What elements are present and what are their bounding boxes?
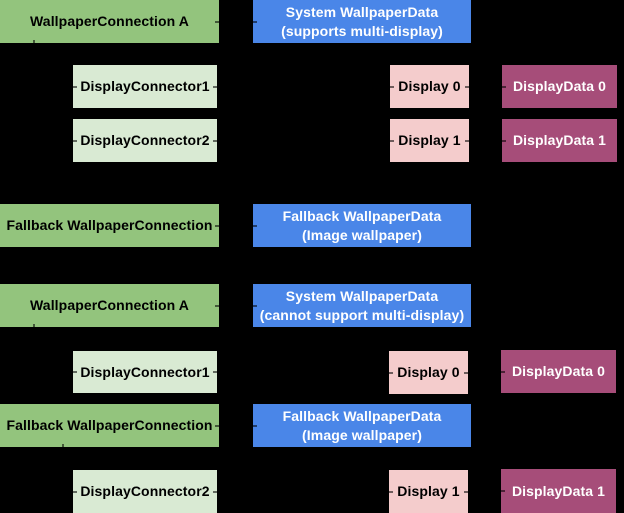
box-display-1-bottom: Display 1: [389, 470, 468, 513]
box-system-wallpaper-data-multi: System WallpaperData (supports multi-disp…: [253, 0, 471, 43]
box-label: System WallpaperData: [285, 287, 439, 304]
connector-tick: [465, 85, 469, 88]
connector-tick: [215, 424, 219, 427]
connector-tick: [215, 224, 219, 227]
connector-tick: [73, 371, 77, 373]
box-display-connector-2-bottom: DisplayConnector2: [73, 470, 217, 513]
box-display-1-top: Display 1: [390, 119, 469, 162]
connector-tick: [389, 371, 393, 374]
connector-tick: [390, 85, 394, 88]
connector-tick: [213, 490, 217, 493]
box-label: (Image wallpaper): [302, 426, 422, 443]
box-display-connector-1-top: DisplayConnector1: [73, 65, 217, 108]
box-label: DisplayData 1: [511, 482, 606, 499]
connector-tick: [73, 85, 77, 88]
box-label: WallpaperConnection A: [30, 297, 189, 313]
box-display-0-bottom: Display 0: [389, 351, 468, 394]
box-fallback-wallpaper-connection-bottom: Fallback WallpaperConnection: [0, 404, 219, 447]
connector-tick: [464, 371, 468, 374]
connector-tick: [213, 139, 217, 142]
connector-tick: [389, 490, 393, 493]
box-fallback-wallpaper-connection-top: Fallback WallpaperConnection: [0, 204, 219, 247]
box-fallback-wallpaper-data-top: Fallback WallpaperData (Image wallpaper): [253, 204, 471, 247]
box-label: WallpaperConnection A: [30, 13, 189, 29]
box-label: (cannot support multi-display): [259, 306, 465, 323]
box-label: Fallback WallpaperConnection: [6, 417, 213, 433]
box-display-connector-2-top: DisplayConnector2: [73, 119, 217, 162]
box-label: Fallback WallpaperConnection: [6, 217, 213, 233]
connector-tick: [390, 139, 394, 142]
box-label: Display 0: [397, 364, 460, 380]
box-display-data-0-top: DisplayData 0: [502, 65, 617, 108]
connector-tick: [501, 490, 505, 492]
box-label: DisplayData 0: [512, 78, 607, 94]
box-label: Fallback WallpaperData: [282, 407, 442, 424]
connector-tick: [253, 224, 257, 227]
connector-tick: [253, 304, 257, 307]
box-label: Display 0: [398, 78, 461, 94]
box-label: Display 1: [398, 132, 461, 148]
connector-tick: [465, 139, 469, 142]
box-label: System WallpaperData: [285, 3, 439, 20]
box-wallpaper-connection-a-bottom: WallpaperConnection A: [0, 284, 219, 327]
connector-tick: [73, 139, 77, 142]
connector-tick: [213, 85, 217, 88]
box-label: DisplayConnector2: [80, 483, 210, 499]
box-label: DisplayData 1: [512, 132, 607, 148]
connector-tick: [215, 20, 219, 23]
box-display-data-1-bottom: DisplayData 1: [501, 469, 616, 513]
box-label: (Image wallpaper): [302, 226, 422, 243]
connector-tick: [215, 304, 219, 307]
connector-tick: [213, 371, 217, 373]
box-label: DisplayData 0: [511, 363, 606, 379]
connector-tick: [33, 40, 35, 43]
box-fallback-wallpaper-data-bottom: Fallback WallpaperData (Image wallpaper): [253, 404, 471, 447]
connector-tick: [253, 424, 257, 427]
connector-tick: [253, 20, 257, 23]
box-system-wallpaper-data-no-multi: System WallpaperData (cannot support mult…: [253, 284, 471, 327]
box-label: DisplayConnector1: [80, 363, 210, 380]
box-wallpaper-connection-a-top: WallpaperConnection A: [0, 0, 219, 43]
connector-tick: [501, 370, 505, 373]
box-display-connector-1-bottom: DisplayConnector1: [73, 351, 217, 393]
connector-tick: [464, 490, 468, 493]
connector-tick: [73, 490, 77, 493]
box-label: DisplayConnector1: [80, 78, 210, 94]
box-display-data-0-bottom: DisplayData 0: [501, 350, 616, 393]
box-label: Display 1: [397, 483, 460, 499]
connector-tick: [33, 324, 35, 327]
connector-tick: [62, 444, 64, 447]
box-label: DisplayConnector2: [80, 132, 210, 148]
box-label: Fallback WallpaperData: [282, 207, 442, 224]
connector-tick: [502, 139, 506, 142]
box-label: (supports multi-display): [281, 22, 443, 39]
box-display-0-top: Display 0: [390, 65, 469, 108]
connector-tick: [502, 85, 506, 88]
box-display-data-1-top: DisplayData 1: [502, 119, 617, 162]
